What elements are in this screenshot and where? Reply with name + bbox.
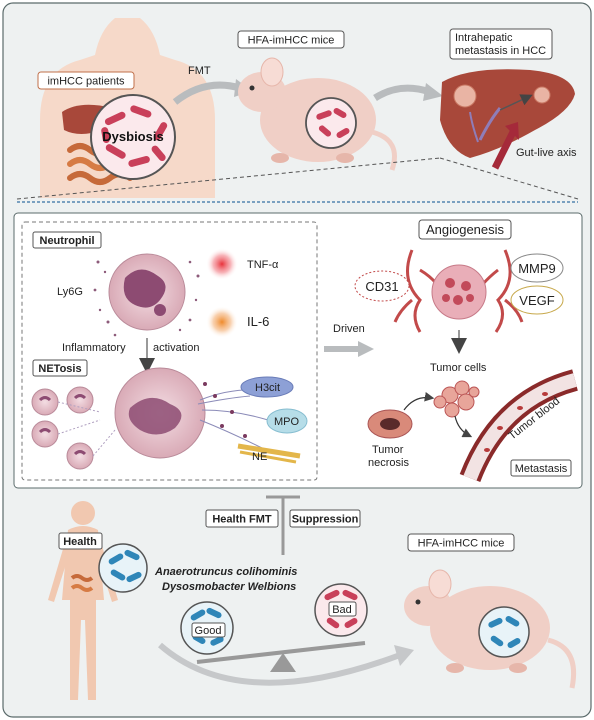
- patients-label: imHCC patients: [47, 76, 125, 88]
- metastasis-label-line2: metastasis in HCC: [455, 45, 546, 57]
- dysbiosis-bacteria: [101, 105, 168, 167]
- tumor-cells-cluster: [433, 380, 480, 418]
- fmt-label: FMT: [188, 65, 211, 77]
- tumor-necrosis-line1: Tumor: [372, 444, 404, 456]
- therapy-arrow: [158, 642, 402, 686]
- tumor-vessels: [393, 249, 524, 333]
- angiogenesis-section: Angiogenesis CD31 MMP9 VEGF Tumor cells: [354, 219, 579, 483]
- vegf-marker: [510, 285, 564, 315]
- species-2-label: Dysosmobacter Welbions: [162, 581, 296, 593]
- health-fmt-label: Health FMT: [212, 514, 272, 526]
- activation-label-line1: Inflammatory: [62, 342, 126, 354]
- patients-label-box: [37, 71, 135, 90]
- metastasis-label-line1: Intrahepatic: [455, 32, 513, 44]
- ne-protein: [237, 443, 301, 464]
- bottom-section: Health FMT Suppression Health Anaerotrun…: [48, 495, 577, 700]
- angio-tumor: [431, 264, 487, 320]
- neutrophil-nucleus: [123, 269, 166, 308]
- ly6g-label: Ly6G: [57, 286, 83, 298]
- mouse-healthy-bacteria-circle: [478, 606, 530, 658]
- health-label: Health: [63, 536, 97, 548]
- neutrophil-label: Neutrophil: [40, 235, 95, 247]
- mpo-label: MPO: [274, 416, 300, 428]
- cd31-label: CD31: [365, 279, 398, 294]
- hcc-liver-icon: [440, 69, 575, 158]
- bottom-mice-label: HFA-imHCC mice: [418, 538, 505, 550]
- mpo-protein: [266, 408, 308, 434]
- mouse-dysbiosis-circle: [305, 97, 357, 149]
- seesaw-fulcrum: [270, 653, 296, 672]
- healthy-intestine-icon: [70, 574, 94, 592]
- small-neutrophils: [31, 386, 116, 470]
- cd31-marker: [354, 270, 410, 302]
- gut-liver-arrow: [491, 130, 517, 170]
- neutrophil-panel: [21, 221, 318, 481]
- top-mice-label-box: [237, 30, 345, 49]
- gut-liver-axis-label: Gut-live axis: [516, 147, 577, 159]
- suppression-label: Suppression: [292, 514, 359, 526]
- bad-label: Bad: [332, 604, 352, 616]
- tumor-cells-label: Tumor cells: [430, 362, 487, 374]
- dysbiosis-circle: [90, 94, 176, 180]
- il6-glow: [206, 306, 238, 338]
- tumor-necrosis-line2: necrosis: [368, 457, 409, 469]
- h3cit-protein: [240, 376, 294, 398]
- activation-label-line2: activation: [153, 342, 199, 354]
- mmp9-marker: [510, 253, 564, 283]
- top-section: imHCC patients Dysbiosis FMT HFA-imHCC m…: [16, 18, 579, 203]
- metastasis-label-box: [449, 28, 553, 60]
- mmp9-label: MMP9: [518, 261, 556, 276]
- seesaw-plank: [196, 641, 366, 664]
- fmt-arrow: [172, 81, 241, 105]
- bottom-mice-label-box: [407, 533, 515, 552]
- top-mice-label: HFA-imHCC mice: [248, 35, 335, 47]
- ne-label: NE: [252, 451, 267, 463]
- angiogenesis-label: Angiogenesis: [426, 222, 505, 237]
- netosis-label: NETosis: [38, 363, 81, 375]
- tnf-alpha-glow: [206, 248, 238, 280]
- il6-label: IL-6: [247, 314, 269, 329]
- species-1-label: Anaerotruncus colihominis: [154, 566, 297, 578]
- dysbiosis-label: Dysbiosis: [102, 129, 163, 144]
- net-fibers: [197, 389, 269, 449]
- neutrophil-section: Neutrophil Ly6G TNF-α IL-6 Inflammatory …: [31, 231, 308, 470]
- driven-label: Driven: [333, 323, 365, 335]
- vegf-label: VEGF: [519, 293, 554, 308]
- good-label: Good: [195, 625, 222, 637]
- h3cit-label: H3cit: [255, 382, 280, 394]
- neutrophil-granules: [93, 254, 200, 337]
- metastasis-box-label: Metastasis: [515, 463, 568, 475]
- healthy-bacteria-circle: [98, 543, 148, 593]
- tnf-alpha-label: TNF-α: [247, 259, 279, 271]
